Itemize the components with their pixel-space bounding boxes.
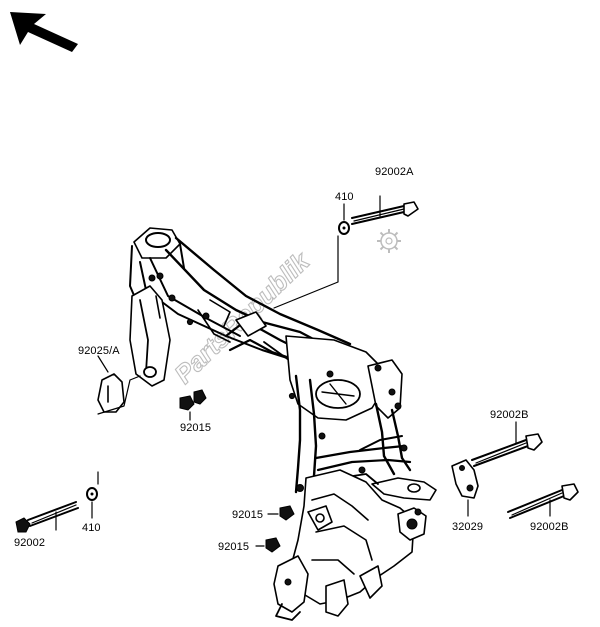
- bolt-92002B-upper: [471, 421, 543, 467]
- label-92015-a: 92015: [180, 422, 211, 434]
- bolt-92002: [15, 501, 79, 533]
- label-92002: 92002: [14, 537, 45, 549]
- label-92002A: 92002A: [375, 166, 414, 178]
- label-92002B-lower: 92002B: [530, 521, 569, 533]
- label-92015-b: 92015: [232, 509, 263, 521]
- bracket-32029: [451, 459, 479, 517]
- nut-92015-b: [267, 505, 295, 521]
- label-410-bottom: 410: [82, 522, 101, 534]
- front-direction-arrow-icon: [10, 12, 78, 52]
- bolt-92002B-lower: [507, 483, 579, 519]
- label-92002B-upper: 92002B: [490, 409, 529, 421]
- label-92015-c: 92015: [218, 541, 249, 553]
- nut-92015-c: [255, 537, 281, 553]
- gear-icon: [377, 229, 401, 253]
- label-410-top: 410: [335, 191, 354, 203]
- washer-410-bottom: [86, 471, 99, 519]
- leader-top-bolt: [273, 235, 339, 309]
- nut-92015-a: [179, 389, 207, 421]
- main-frame: [129, 227, 437, 621]
- washer-410-top: [338, 203, 350, 235]
- label-92025A: 92025/A: [78, 345, 120, 357]
- bolt-92002A: [351, 195, 419, 225]
- bracket-92025A: [97, 355, 141, 415]
- label-32029: 32029: [452, 521, 483, 533]
